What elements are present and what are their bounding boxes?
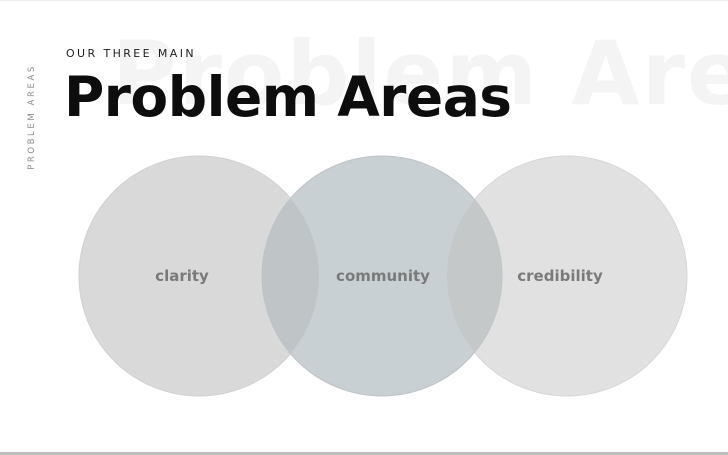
venn-label-community: community [336,267,430,285]
venn-label-clarity: clarity [155,267,209,285]
title-kicker: OUR THREE MAIN [66,47,196,60]
bottom-divider [0,452,728,455]
page-title: Problem Areas [64,65,512,129]
top-divider [0,0,728,1]
venn-label-credibility: credibility [517,267,603,285]
background-watermark-title: Problem Areas [112,22,728,125]
